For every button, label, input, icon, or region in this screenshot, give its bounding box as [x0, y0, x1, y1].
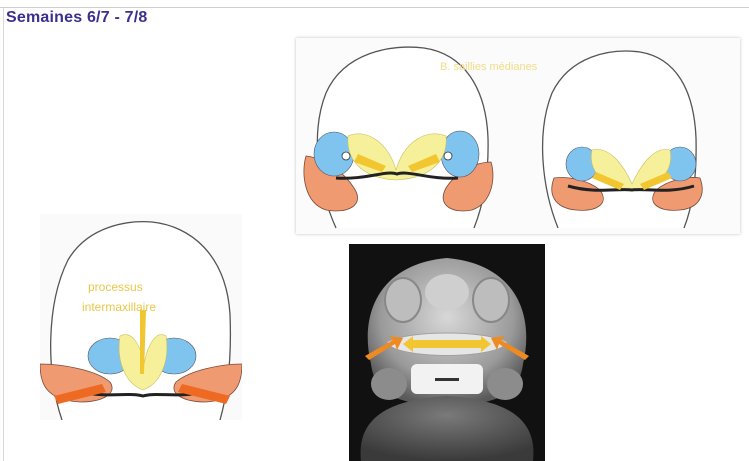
label-saillies-mediane: B. saillies médianes	[440, 60, 537, 75]
head-diagram-intermaxillary	[40, 214, 242, 420]
left-rule	[3, 8, 4, 461]
label-intermaxillaire: intermaxillaire	[82, 300, 156, 315]
slide-title: Semaines 6/7 - 7/8	[6, 9, 147, 27]
embryo-face-sem-image	[349, 244, 545, 461]
label-processus: processus	[88, 280, 143, 295]
sem-photo-panel	[349, 244, 545, 461]
head-diagram-right	[543, 51, 703, 228]
top-rule	[0, 7, 749, 8]
left-diagram-panel	[40, 214, 242, 420]
